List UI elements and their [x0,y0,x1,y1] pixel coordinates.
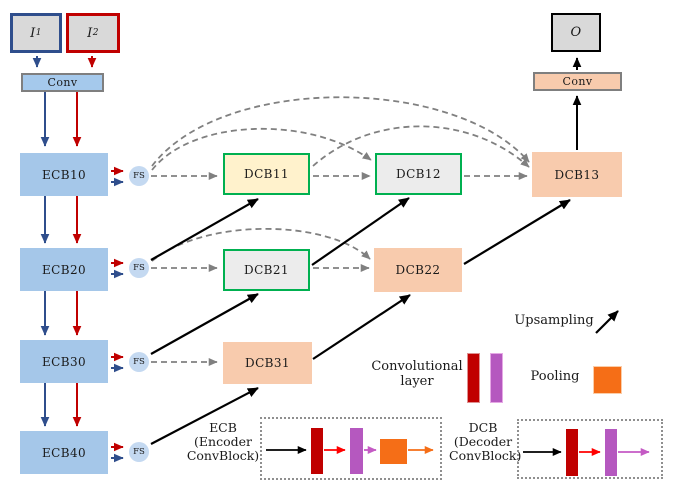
fs-node-4: FS [129,442,149,462]
legend-conv-purple-bar [490,353,503,403]
encoder-red-arrows [72,56,97,427]
fs-node-1: FS [129,166,149,186]
dcb-inset-conv-red-bar [566,429,578,476]
dcb11-node: DCB11 [223,153,310,195]
ecb-inset-box [260,417,442,480]
ecb-inset-label: ECB (Encoder ConvBlock) [186,421,260,462]
output-conv-label: Conv [562,75,593,88]
output-label: O [570,25,582,40]
legend-conv-layer-line1: Convolutional [371,359,463,374]
input-conv-node: Conv [21,73,104,92]
encoder-blue-arrows [32,56,50,427]
ecb-inset-conv-purple-bar [350,428,363,474]
i2-subscript: 2 [92,28,99,38]
ecb-inset-line3: ConvBlock) [186,447,260,463]
legend-conv-layer-line2: layer [400,373,434,389]
ecb-inset-abbr: ECB [209,420,237,435]
ecb40-label: ECB40 [41,445,87,460]
legend-pooling-label: Pooling [530,369,580,384]
dcb31-label: DCB31 [245,356,290,370]
skip-connection-dashed-arrows [151,96,530,366]
ecb-inset-line2: (Encoder [194,433,252,449]
dcb22-label: DCB22 [395,263,441,277]
fs4-label: FS [133,447,145,457]
dcb21-label: DCB21 [244,263,289,277]
dcb-inset-box [517,419,663,479]
ecb-to-fs-red-dashed-arrows [111,166,124,452]
dcb13-label: DCB13 [554,167,600,182]
dcb21-node: DCB21 [223,249,310,291]
ecb10-node: ECB10 [20,153,108,196]
legend-upsampling-arrow [595,310,619,334]
dcb13-node: DCB13 [532,152,622,197]
i1-label: I [30,25,36,41]
legend-upsampling-label: Upsampling [514,313,594,328]
ecb30-label: ECB30 [41,354,87,369]
dcb-inset-line2: (Decoder [453,433,513,449]
ecb-inset-pooling-square [380,439,407,464]
legend-pooling-square [593,366,622,394]
ecb40-node: ECB40 [20,431,108,474]
fs-node-3: FS [129,352,149,372]
output-node: O [551,13,601,52]
dcb22-node: DCB22 [374,248,462,292]
upsampling-arrows [150,197,571,445]
i1-subscript: 1 [35,28,42,38]
dcb-inset-abbr: DCB [468,420,498,435]
legend-conv-red-bar [467,353,480,403]
dcb-inset-line3: ConvBlock) [449,447,522,463]
dcb11-label: DCB11 [244,167,289,181]
dcb-inset-conv-purple-bar [605,429,617,476]
dcb31-node: DCB31 [223,342,312,384]
fs3-label: FS [133,357,145,367]
ecb30-node: ECB30 [20,340,108,383]
ecb-inset-conv-red-bar [311,428,323,474]
dcb-inset-label: DCB (Decoder ConvBlock) [449,420,521,462]
ecb20-node: ECB20 [20,248,108,291]
i2-label: I [87,25,93,41]
input-conv-label: Conv [47,76,78,89]
output-conv-node: Conv [533,72,622,91]
ecb20-label: ECB20 [41,262,87,277]
fs-node-2: FS [129,258,149,278]
dcb12-label: DCB12 [396,167,441,181]
legend-conv-layer-label: Convolutional layer [371,359,463,389]
ecb-to-fs-blue-dashed-arrows [111,177,124,463]
fs1-label: FS [133,171,145,181]
dcb12-node: DCB12 [375,153,462,195]
fs2-label: FS [133,263,145,273]
ecb10-label: ECB10 [41,167,87,182]
